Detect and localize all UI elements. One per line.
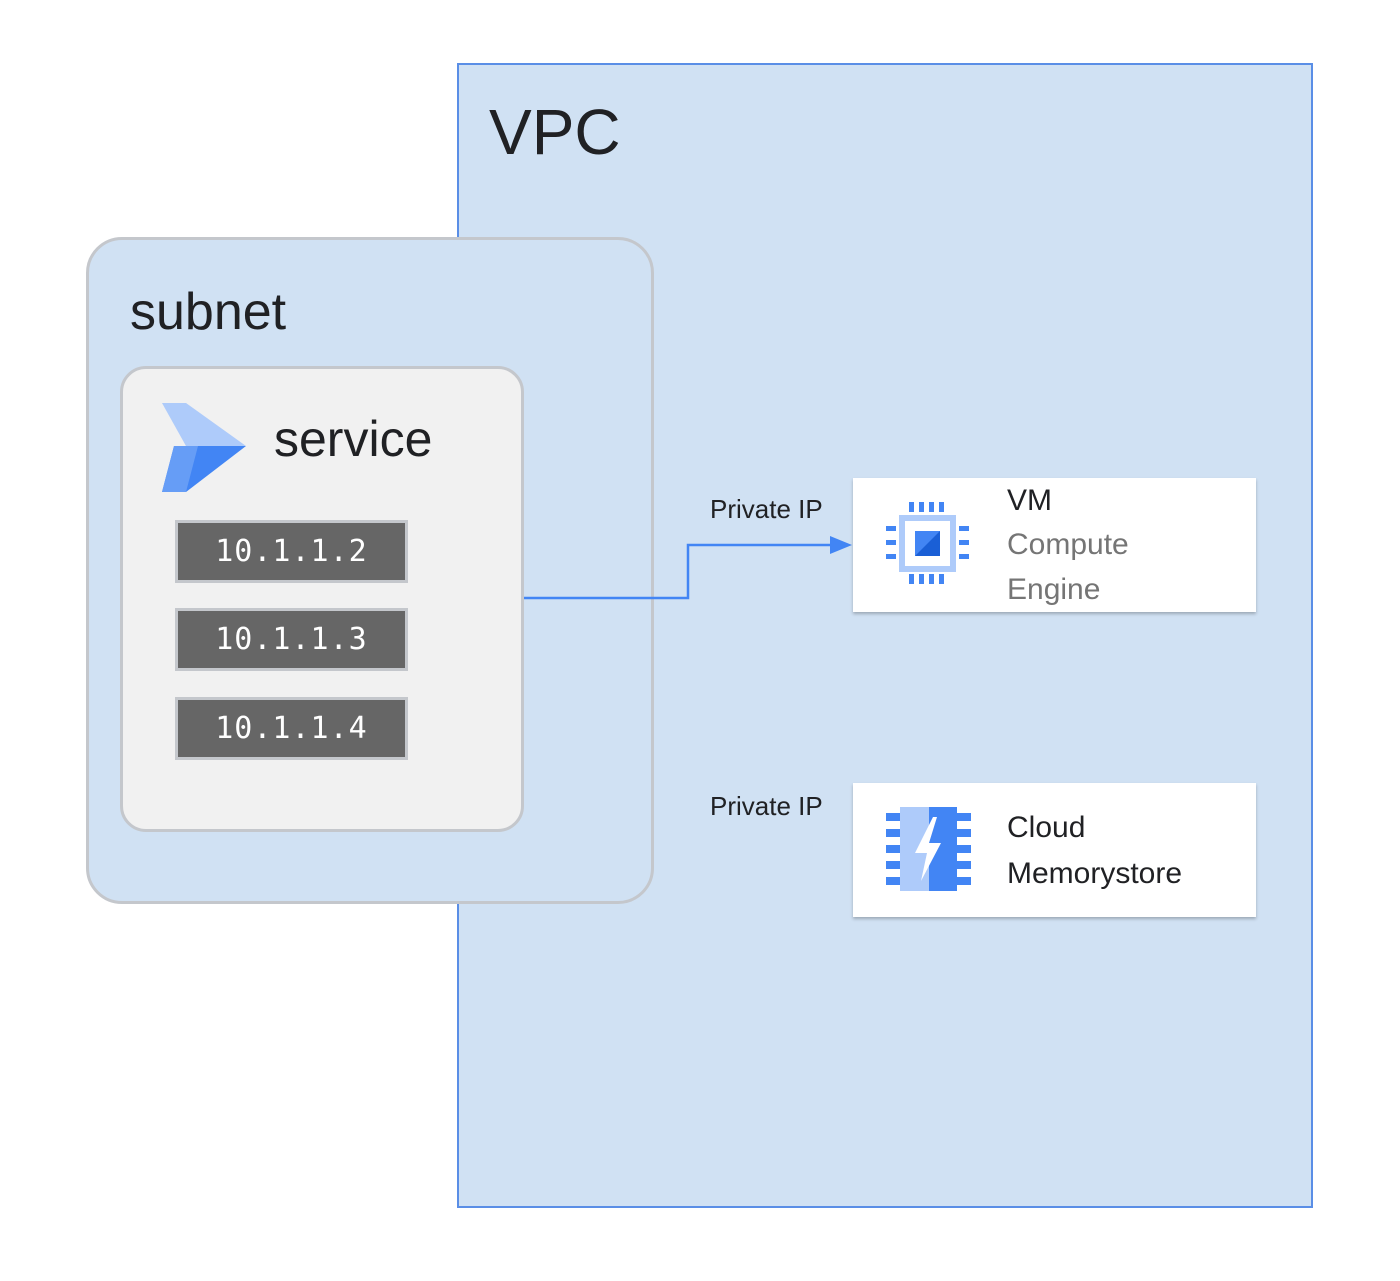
subnet-title: subnet — [130, 283, 287, 341]
vm-subtitle: Compute — [1007, 528, 1129, 561]
ip-address-box: 10.1.1.3 — [175, 608, 408, 671]
vm-subtitle: Engine — [1007, 573, 1101, 606]
ip-address-box: 10.1.1.4 — [175, 697, 408, 760]
service-title: service — [274, 411, 433, 467]
memorystore-title: Memorystore — [1007, 857, 1183, 890]
vpc-title: VPC — [489, 96, 621, 168]
vm-card: VM Compute Engine — [853, 478, 1256, 612]
memorystore-title: Cloud — [1007, 811, 1086, 844]
memorystore-icon — [886, 807, 971, 891]
connection-label: Private IP — [710, 494, 823, 524]
connection-label: Private IP — [710, 791, 823, 821]
compute-engine-icon — [886, 502, 969, 584]
vm-title: VM — [1007, 484, 1052, 517]
ip-address-box: 10.1.1.2 — [175, 520, 408, 583]
memorystore-card: Cloud Memorystore — [853, 783, 1256, 917]
